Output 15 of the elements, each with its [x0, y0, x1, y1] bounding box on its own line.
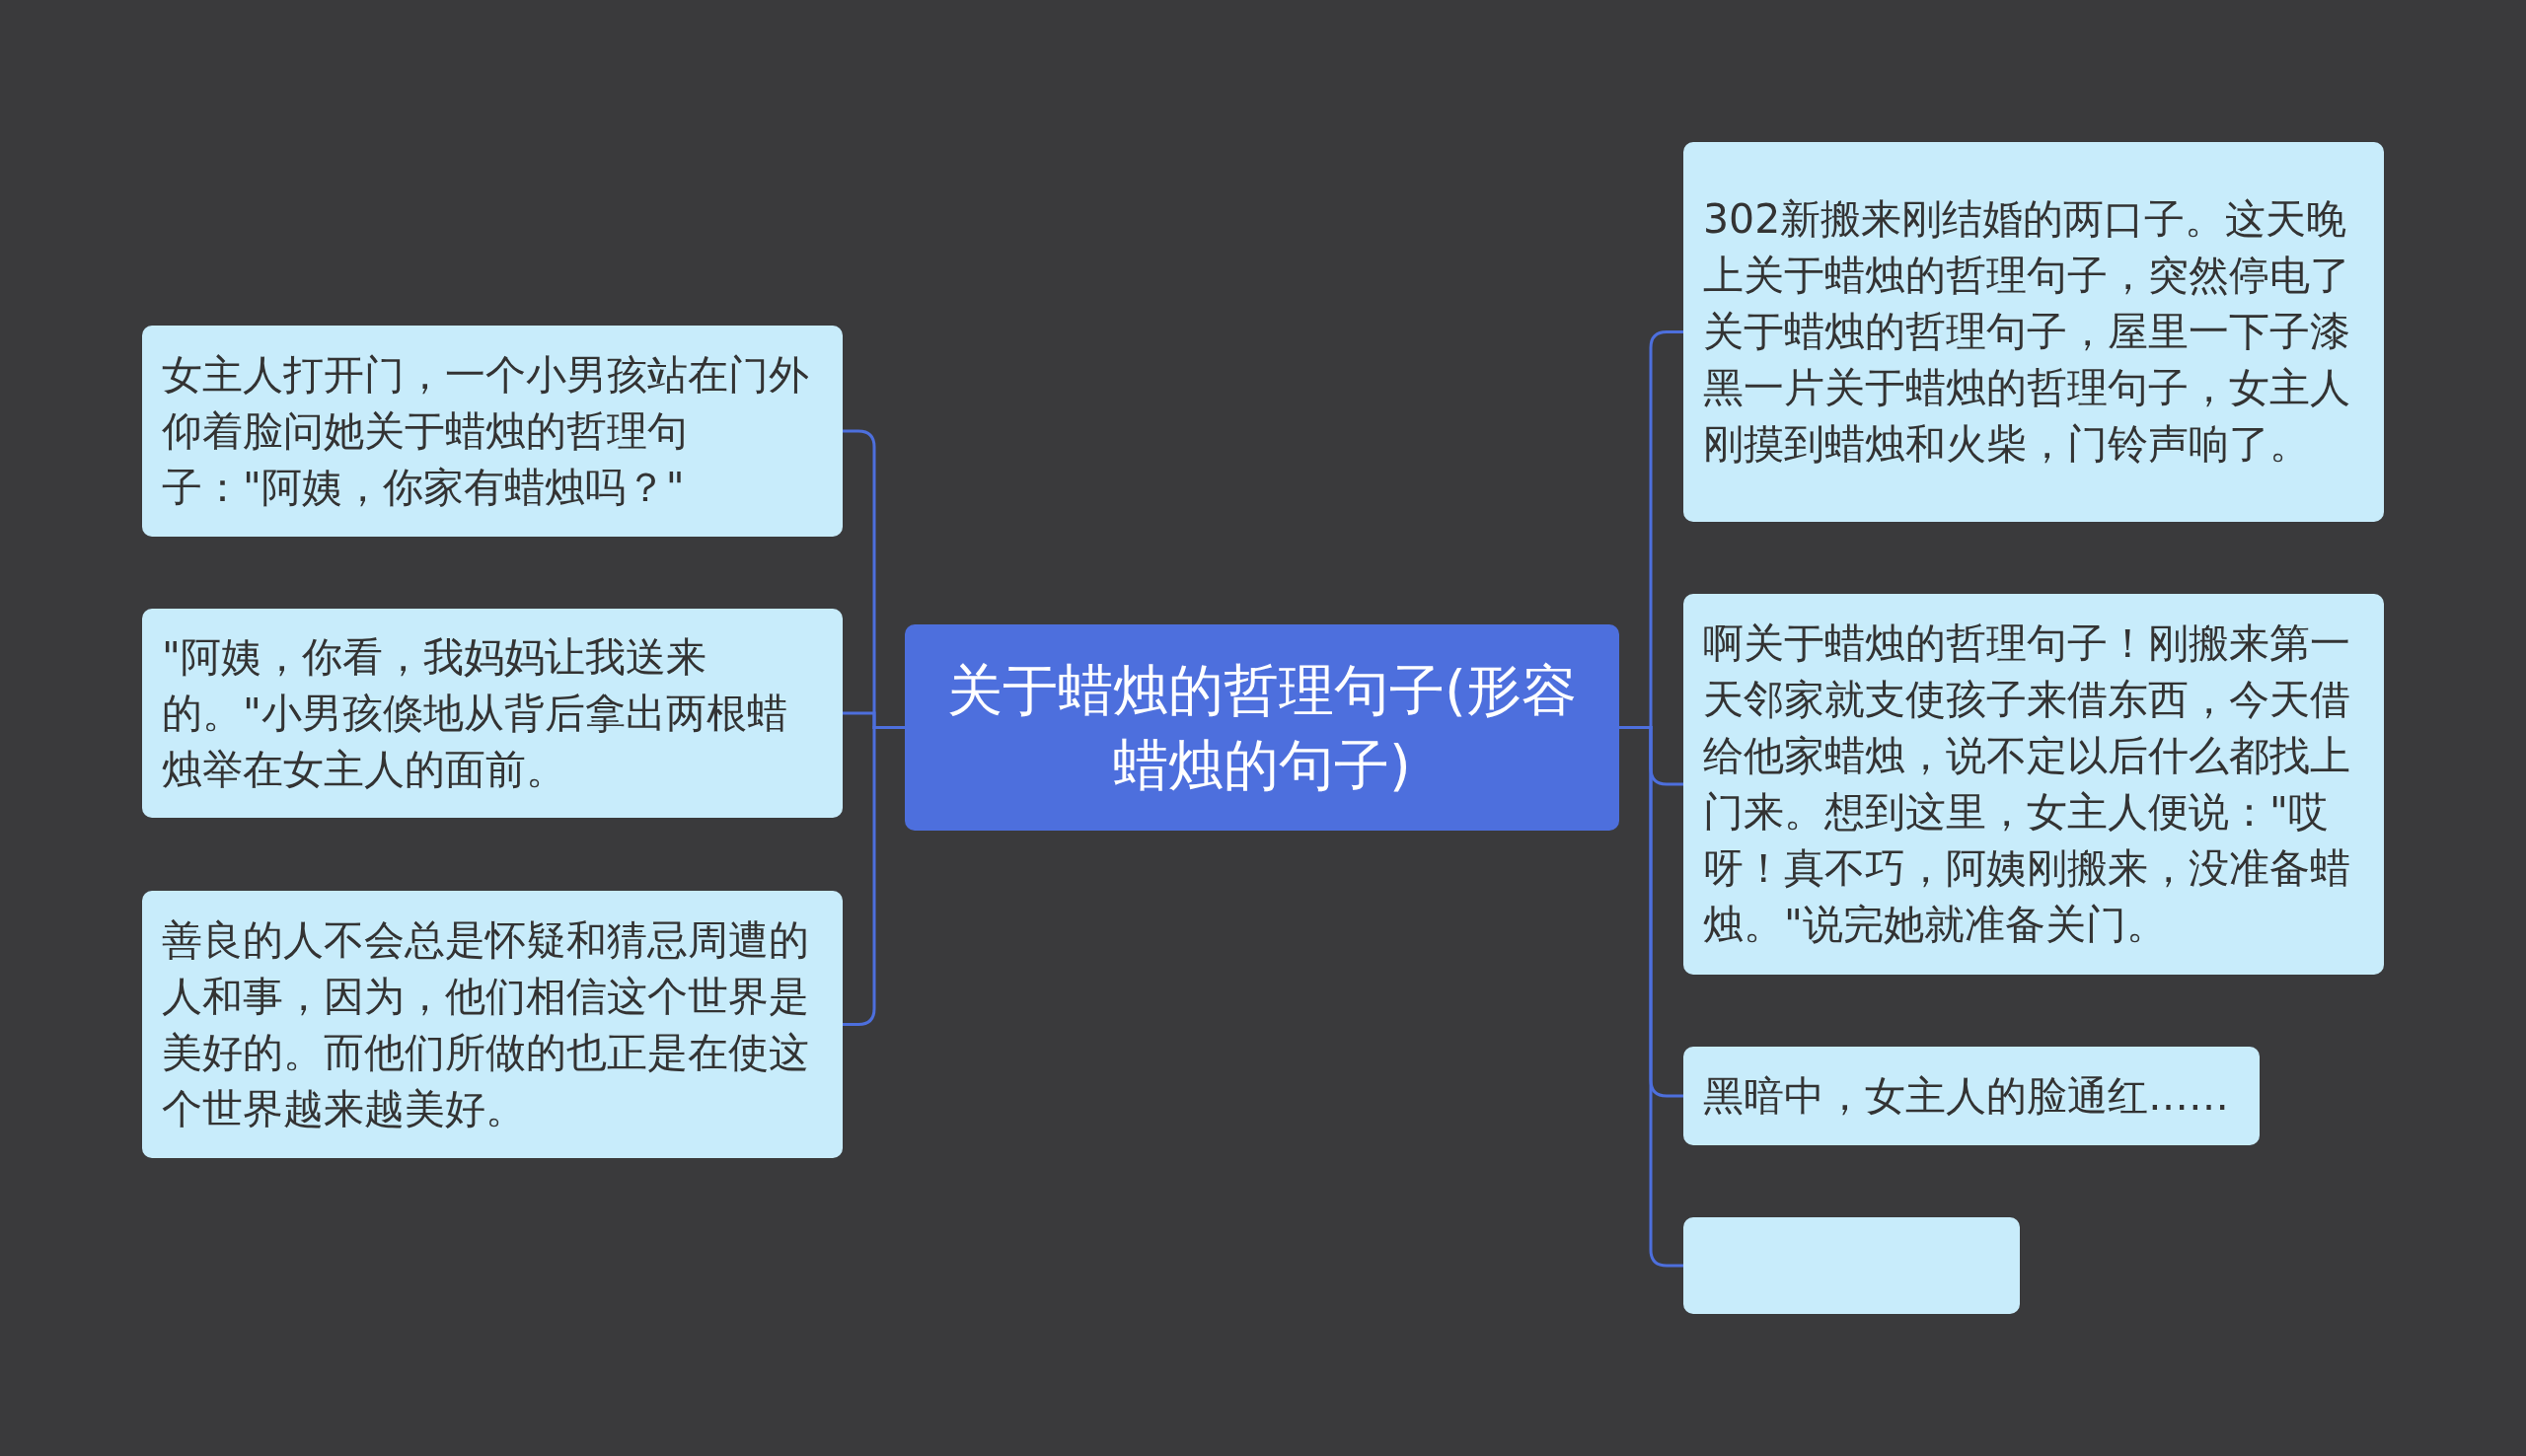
topic-box [1683, 594, 2384, 975]
topic-box [1683, 1047, 2260, 1145]
topic-box [1683, 1217, 2020, 1314]
topic-box [142, 891, 843, 1158]
topic-text: 女主人打开门，一个小男孩站在门外仰着脸问她关于蜡烛的哲理句子："阿姨，你家有蜡烛吗？" [162, 349, 810, 513]
topic-box [1683, 142, 2384, 522]
central-topic-box [905, 624, 1619, 831]
topic-text: 啊关于蜡烛的哲理句子！刚搬来第一天邻家就支使孩子来借东西，今天借给他家蜡烛，说不定以后什么都找上门来。想到这里，女主人便说："哎呀！真不巧，阿姨刚搬来，没准备蜡烛。"说完她就准备关门。 [1703, 619, 2351, 950]
topic-box [142, 326, 843, 537]
topic-text: "阿姨，你看，我妈妈让我送来的。"小男孩倏地从背后拿出两根蜡烛举在女主人的面前。 [162, 631, 788, 795]
topic-box [142, 609, 843, 818]
topic-text: 善良的人不会总是怀疑和猜忌周遭的人和事，因为，他们相信这个世界是美好的。而他们所做的也正是在使这个世界越来越美好。 [162, 914, 810, 1134]
central-topic-text: 关于蜡烛的哲理句子(形容蜡烛的句子) [946, 656, 1578, 799]
topic-text: 黑暗中，女主人的脸通红…… [1703, 1070, 2229, 1122]
topic-text: 302新搬来刚结婚的两口子。这天晚上关于蜡烛的哲理句子，突然停电了关于蜡烛的哲理句子，屋里一下子漆黑一片关于蜡烛的哲理句子，女主人刚摸到蜡烛和火柴，门铃声响了。 [1703, 194, 2351, 470]
